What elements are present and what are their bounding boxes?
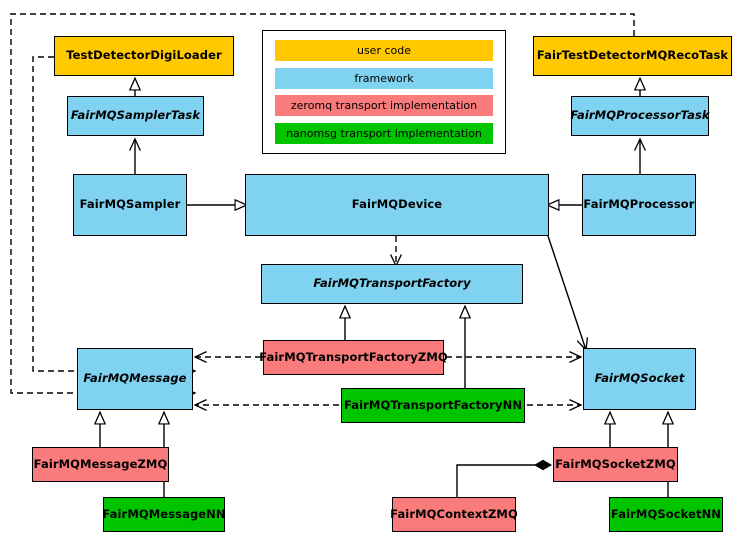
class-label: FairMQMessageNN [102,506,226,521]
class-label: FairMQSamplerTask [70,108,201,123]
legend-item-user-code: user code [275,40,493,62]
class-node-fairmqtransportfactory[interactable]: FairMQTransportFactory [261,264,523,304]
legend-label-zeromq: zeromq transport implementation [290,99,478,113]
legend-label-nanomsg: nanomsg transport implementation [286,126,482,140]
legend-label-framework: framework [354,71,414,85]
class-label: FairMQSocketNN [610,506,722,521]
edge-device-to-socket [547,235,586,350]
class-node-fairmqprocessortask[interactable]: FairMQProcessorTask [570,96,710,136]
legend-item-nanomsg: nanomsg transport implementation [275,122,493,144]
class-node-fairmqmessagenn[interactable]: FairMQMessageNN [102,497,226,532]
class-label: FairMQProcessorTask [570,108,710,123]
class-label: FairMQTransportFactoryZMQ [259,349,448,364]
class-node-fairmqdevice[interactable]: FairMQDevice [245,174,549,236]
class-node-fairtestdetectormqrecotask[interactable]: FairTestDetectorMQRecoTask [533,36,732,76]
class-node-fairmqmessagezmq[interactable]: FairMQMessageZMQ [32,447,169,482]
class-label: FairMQTransportFactoryNN [343,397,523,412]
class-label: FairMQTransportFactory [313,276,471,291]
class-label: FairMQMessage [83,371,187,386]
class-label: FairTestDetectorMQRecoTask [536,48,729,63]
class-node-fairmqsocketzmq[interactable]: FairMQSocketZMQ [553,447,678,482]
class-node-fairmqmessage[interactable]: FairMQMessage [77,348,193,410]
class-label: TestDetectorDigiLoader [66,48,222,63]
class-label: FairMQDevice [351,197,443,212]
class-label: FairMQMessageZMQ [33,456,168,471]
class-node-fairmqsampler[interactable]: FairMQSampler [73,174,187,236]
class-node-fairmqsamplertask[interactable]: FairMQSamplerTask [67,96,204,136]
legend-label-user-code: user code [356,44,412,58]
class-label: FairMQSampler [79,197,181,212]
class-label: FairMQProcessor [583,197,695,212]
class-node-fairmqsocketnn[interactable]: FairMQSocketNN [609,497,723,532]
class-node-fairmqsocket[interactable]: FairMQSocket [583,348,696,410]
class-label: FairMQContextZMQ [390,506,518,521]
legend-item-zeromq: zeromq transport implementation [275,95,493,117]
class-node-testdetectordigiloader[interactable]: TestDetectorDigiLoader [54,36,234,76]
edge-contextzmq-to-socketzmq [456,459,552,497]
class-node-fairmqprocessor[interactable]: FairMQProcessor [582,174,696,236]
class-node-fairmqtransportfactorynn[interactable]: FairMQTransportFactoryNN [341,388,525,423]
legend: user code framework zeromq transport imp… [262,30,506,154]
class-node-fairmqtransportfactoryzmq[interactable]: FairMQTransportFactoryZMQ [259,340,448,375]
class-label: FairMQSocketZMQ [555,456,676,471]
class-node-fairmqcontextzmq[interactable]: FairMQContextZMQ [390,497,518,532]
legend-item-framework: framework [275,67,493,89]
class-label: FairMQSocket [594,371,685,386]
